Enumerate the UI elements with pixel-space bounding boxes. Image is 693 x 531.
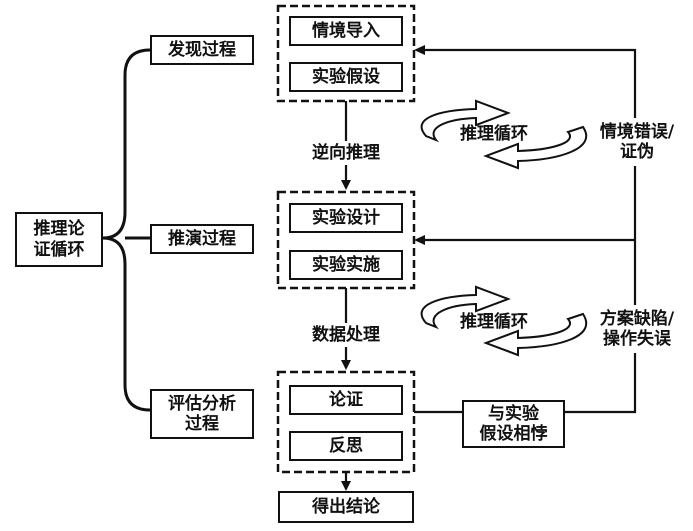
step-design: 实验设计 [289,203,403,233]
contradict-hypothesis: 与实验 假设相悖 [462,400,565,448]
step-reflect: 反思 [289,431,403,461]
step-implement: 实验实施 [289,250,403,280]
label-reverse-reasoning: 逆向推理 [296,141,396,165]
upper-cycle-arrows [420,99,588,170]
step-conclusion: 得出结论 [278,491,414,523]
label-lower-cycle: 推理循环 [460,311,528,332]
step-argue: 论证 [289,385,403,415]
label-plan-defect: 方案缺陷/ 操作失误 [588,305,686,353]
stage-brace [102,48,151,412]
stage-discovery: 发现过程 [150,35,254,65]
label-data-processing: 数据处理 [296,323,396,347]
step-intro: 情境导入 [289,16,403,46]
feedback-arrowheads [414,45,425,245]
root-node: 推理论 证循环 [15,212,103,267]
label-upper-cycle: 推理循环 [460,123,528,144]
step-hypothesis: 实验假设 [289,62,403,92]
label-context-error: 情境错误/ 证伪 [588,118,686,166]
feedback-lines [414,48,637,414]
stage-deduction: 推演过程 [150,224,254,254]
lower-cycle-arrows [420,285,588,357]
discovery-group [276,4,416,103]
stage-evaluation: 评估分析 过程 [150,389,254,439]
